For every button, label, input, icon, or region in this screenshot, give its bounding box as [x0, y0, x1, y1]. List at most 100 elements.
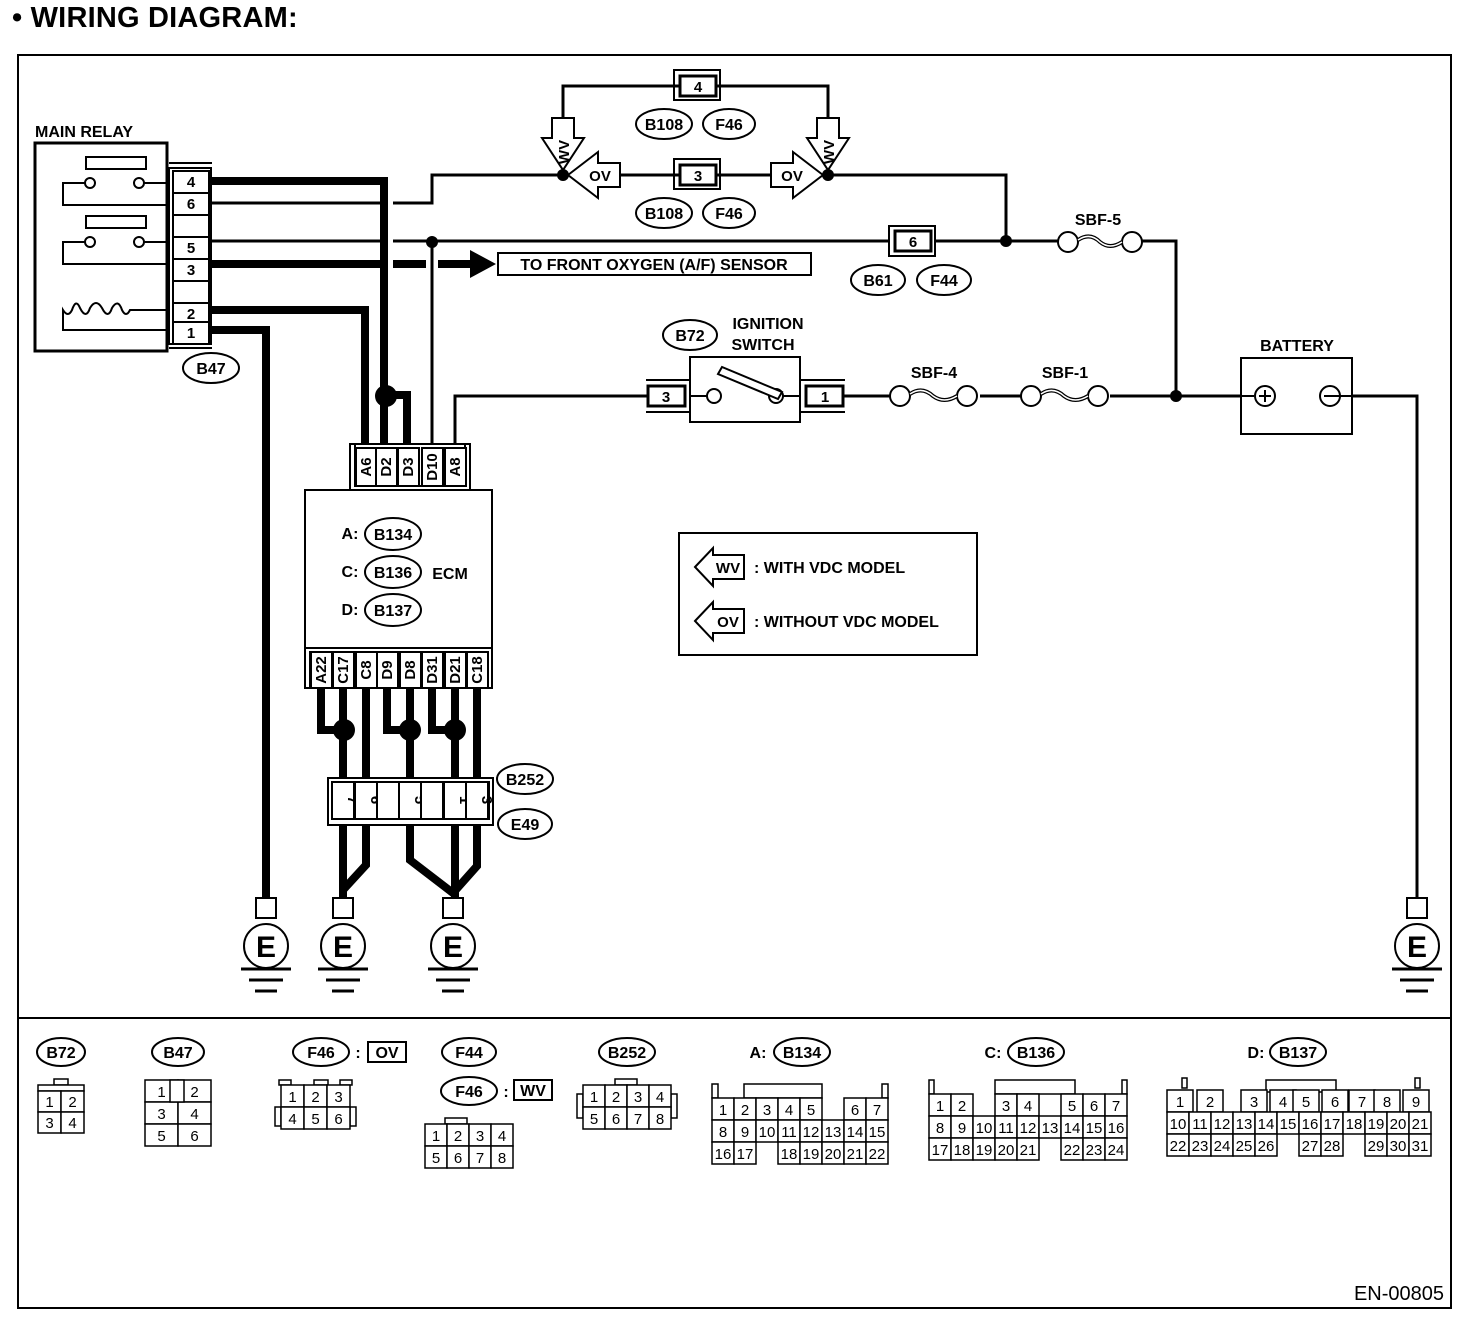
junction-dot: [444, 719, 466, 741]
connector-code: B134: [374, 527, 412, 544]
pin-number: 4: [1024, 1098, 1032, 1115]
pin-number: 6: [334, 1111, 342, 1128]
junction-dot: [375, 385, 397, 407]
b61-connector: 6 B61 F44: [850, 225, 972, 296]
pin-number: 8: [719, 1124, 727, 1141]
relay-contact-icon: [133, 177, 145, 189]
pin-number: 20: [998, 1142, 1015, 1159]
connector-badge: [441, 1037, 497, 1067]
pin-number: 12: [803, 1124, 820, 1141]
pin-number: 21: [847, 1146, 864, 1163]
pin-label: 3: [694, 168, 702, 185]
pin-label: 5: [411, 796, 428, 804]
pin-label: 4: [694, 79, 703, 96]
pin-label: A8: [447, 457, 464, 476]
pin-number: 14: [847, 1124, 864, 1141]
pin-number: 20: [1390, 1116, 1407, 1133]
ecm-pin: [397, 447, 420, 487]
connector-code: B252: [506, 772, 544, 789]
pin-number: 19: [803, 1146, 820, 1163]
pin-label: 2: [187, 306, 195, 323]
pin-number: 22: [869, 1146, 886, 1163]
connector-badge: [440, 1076, 498, 1106]
junction-dot: [557, 169, 569, 181]
pin-number: 4: [785, 1102, 793, 1119]
connector-prefix: C:: [342, 564, 359, 581]
pin-number: 4: [288, 1111, 296, 1128]
pin-number: 3: [476, 1128, 484, 1145]
relay-contact-icon: [84, 177, 96, 189]
pin-number: 7: [1358, 1094, 1366, 1111]
pin-label: D10: [424, 453, 441, 481]
pin-number: 4: [190, 1106, 198, 1123]
ground-wires: [317, 688, 481, 899]
pin-number: 17: [737, 1146, 754, 1163]
pin-number: 27: [1302, 1138, 1319, 1155]
pin-number: 12: [1020, 1120, 1037, 1137]
connector-prefix: A:: [750, 1045, 767, 1062]
fuse-icon: [1087, 385, 1109, 407]
wire-relay2-a6: [212, 306, 369, 452]
pin-number: 28: [1324, 1138, 1341, 1155]
pin-number: 15: [1086, 1120, 1103, 1137]
pin-number: 12: [1214, 1116, 1231, 1133]
pin-label: 3: [478, 796, 495, 804]
pin-label: C8: [358, 660, 375, 679]
pin-number: 31: [1412, 1138, 1429, 1155]
pin-number: 4: [68, 1115, 76, 1132]
pin-number: 4: [656, 1089, 664, 1106]
pin-cell: [865, 1141, 889, 1165]
wire-a8: [453, 394, 650, 452]
pin-number: 30: [1390, 1138, 1407, 1155]
pin-number: 3: [157, 1106, 165, 1123]
joint-pin: [420, 781, 444, 820]
pin-number: 6: [1331, 1094, 1339, 1111]
connector-code: B136: [1017, 1045, 1055, 1062]
pin-number: 2: [741, 1102, 749, 1119]
pin-label: 6: [187, 196, 195, 213]
pin-label: D9: [379, 660, 396, 679]
connector-code: F44: [455, 1045, 483, 1062]
pin-number: 24: [1108, 1142, 1125, 1159]
connector-badge: [1007, 1037, 1065, 1067]
connector-badge: [598, 1037, 656, 1067]
main-relay-label: MAIN RELAY: [35, 124, 133, 141]
legend-ov-tag: OV: [717, 614, 739, 631]
fuse-icon: [1020, 385, 1042, 407]
pin-number: 9: [958, 1120, 966, 1137]
pin-number: 29: [1368, 1138, 1385, 1155]
pin-number: 13: [825, 1124, 842, 1141]
pin-label: 3: [662, 389, 670, 406]
fuse-sbf1: SBF-1: [1020, 365, 1109, 407]
connector-code: B136: [374, 565, 412, 582]
pin-number: 17: [1324, 1116, 1341, 1133]
connector-code: B137: [374, 603, 412, 620]
pin-number: 3: [634, 1089, 642, 1106]
pin-number: 22: [1170, 1138, 1187, 1155]
pin-label: 7: [344, 796, 361, 804]
pin-number: 19: [976, 1142, 993, 1159]
pin-number: 23: [1192, 1138, 1209, 1155]
fuse-icon: [1057, 231, 1079, 253]
pin-number: 2: [454, 1128, 462, 1145]
separator: :: [503, 1084, 508, 1101]
junction-dot: [399, 719, 421, 741]
pin-number: 15: [869, 1124, 886, 1141]
connector-code: F46: [455, 1084, 483, 1101]
joint-pin: [465, 781, 489, 820]
connector-badge: [36, 1037, 86, 1067]
ground-icon: E: [318, 897, 368, 993]
connector-badge: [364, 555, 422, 589]
pin-label: 1: [456, 796, 473, 804]
pin-label: 5: [187, 240, 195, 257]
ignition-switch: B72 IGNITION SWITCH 3 1: [646, 316, 845, 423]
separator: :: [355, 1045, 360, 1062]
pin-cell: [648, 1106, 672, 1130]
relay-pin: [172, 321, 210, 345]
pin-label: 6: [909, 234, 917, 251]
pin-number: 3: [45, 1115, 53, 1132]
